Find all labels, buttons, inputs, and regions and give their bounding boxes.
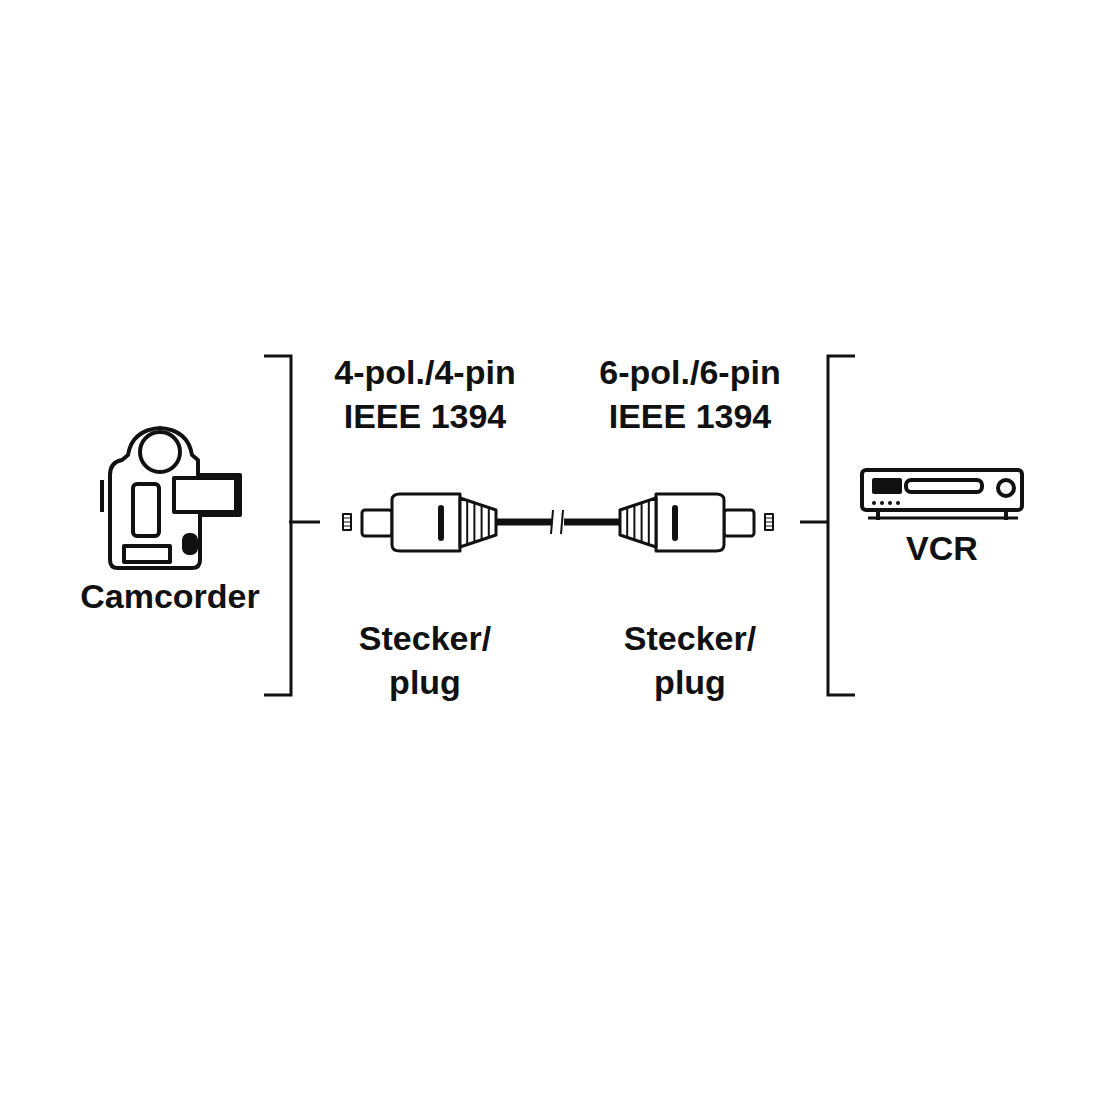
device-label: Camcorder: [50, 574, 290, 618]
rib-line: [344, 526, 350, 527]
vcr-icon: [862, 470, 1022, 520]
firewire-cable: [343, 494, 773, 551]
rib-line: [766, 518, 772, 519]
rib-line: [641, 503, 643, 542]
rib-line: [766, 526, 772, 527]
camcorder-icon: [102, 428, 240, 568]
rib-line: [766, 522, 772, 523]
connector-label: 4-pol./4-pin IEEE 1394: [313, 350, 538, 438]
rib-line: [488, 508, 490, 538]
plug-label: Stecker/ plug: [598, 616, 783, 704]
rib-line: [626, 508, 628, 538]
rib-line: [473, 503, 475, 542]
device-label: VCR: [872, 526, 1012, 570]
rib-line: [344, 522, 350, 523]
plug-label: Stecker/ plug: [333, 616, 518, 704]
connector-label: 6-pol./6-pin IEEE 1394: [578, 350, 803, 438]
rib-line: [633, 505, 635, 540]
rib-line: [344, 518, 350, 519]
rib-line: [466, 500, 468, 544]
rib-line: [648, 500, 650, 544]
rib-line: [481, 505, 483, 540]
